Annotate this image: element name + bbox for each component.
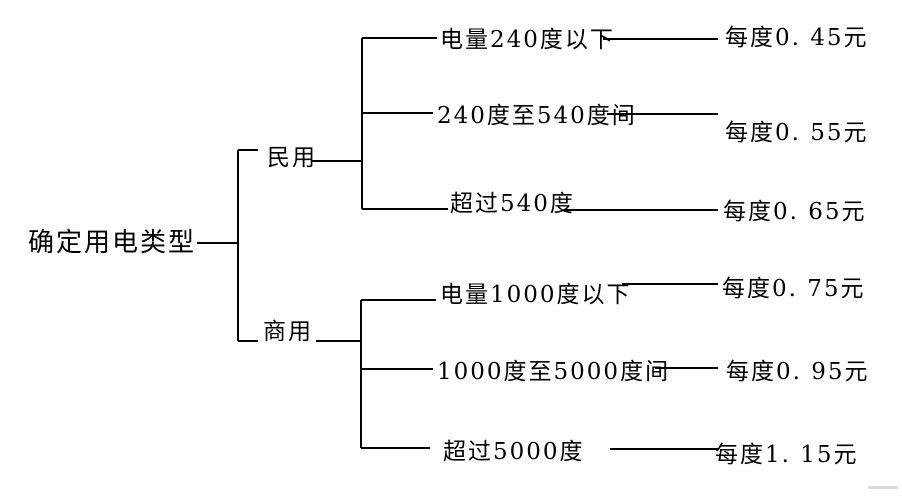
branch-residential-label: 民用 [267,145,317,171]
branch-commercial-label: 商用 [263,319,313,345]
com-tier2-condition: 1000度至5000度间 [437,359,671,385]
com-tier2-price: 每度0. 95元 [726,359,870,385]
res-tier1-condition: 电量240度以下 [440,27,615,53]
res-tier3-price: 每度0. 65元 [723,199,867,225]
res-tier1-price: 每度0. 45元 [725,25,869,51]
com-tier1-condition: 电量1000度以下 [440,282,632,308]
res-tier2-condition: 240度至540度间 [437,103,637,129]
root-node-label: 确定用电类型 [28,228,197,258]
watermark-smudge [868,486,898,489]
com-tier1-price: 每度0. 75元 [722,276,866,302]
res-tier3-condition: 超过540度 [450,191,575,217]
com-tier3-condition: 超过5000度 [443,439,585,465]
res-tier2-price: 每度0. 55元 [725,120,869,146]
com-tier3-price: 每度1. 15元 [715,442,859,468]
